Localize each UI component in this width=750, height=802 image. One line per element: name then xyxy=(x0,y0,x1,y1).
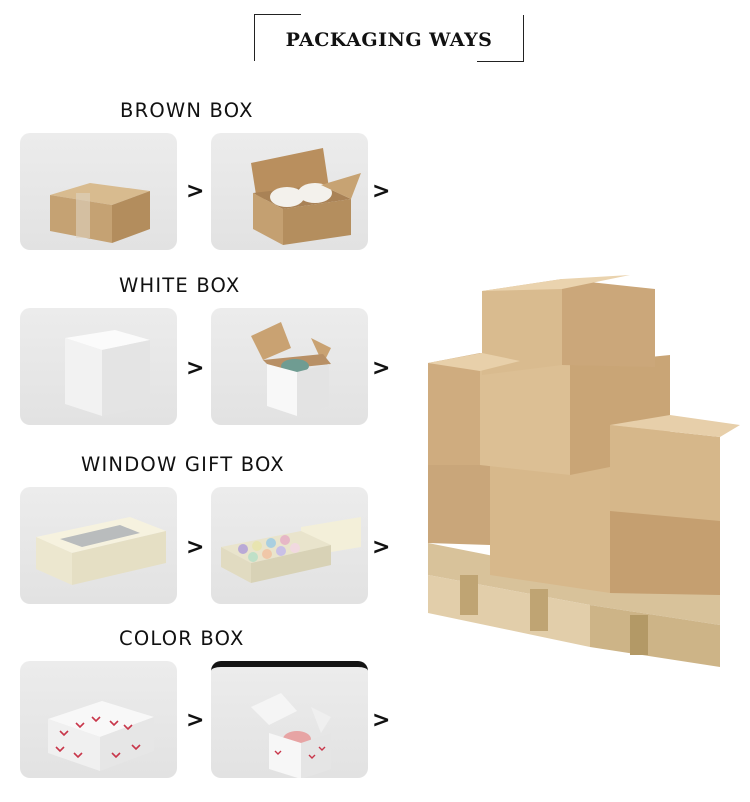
white-box-closed-image xyxy=(20,308,177,425)
arrow-icon: > xyxy=(372,179,391,204)
window-gift-box-closed-image xyxy=(20,487,177,604)
color-box-closed-image xyxy=(20,661,177,778)
brown-box-open-image xyxy=(211,133,368,250)
arrow-icon: > xyxy=(186,535,205,560)
window-gift-box-open-image xyxy=(211,487,368,604)
white-box-open-image xyxy=(211,308,368,425)
section-title-color-box: COLOR BOX xyxy=(119,627,245,650)
arrow-icon: > xyxy=(372,708,391,733)
page-title: PACKAGING WAYS xyxy=(285,29,493,51)
section-title-white-box: WHITE BOX xyxy=(119,274,241,297)
arrow-icon: > xyxy=(372,356,391,381)
section-title-window-gift-box: WINDOW GIFT BOX xyxy=(81,453,285,476)
brown-box-closed-image xyxy=(20,133,177,250)
section-title-brown-box: BROWN BOX xyxy=(120,99,254,122)
section-header: PACKAGING WAYS xyxy=(254,14,524,62)
arrow-icon: > xyxy=(186,356,205,381)
title-bracket-left xyxy=(254,14,301,61)
pallet-of-cartons-image xyxy=(428,275,740,667)
color-box-open-image xyxy=(211,661,368,778)
arrow-icon: > xyxy=(186,179,205,204)
arrow-icon: > xyxy=(372,535,391,560)
arrow-icon: > xyxy=(186,708,205,733)
title-bracket-right xyxy=(477,15,524,62)
